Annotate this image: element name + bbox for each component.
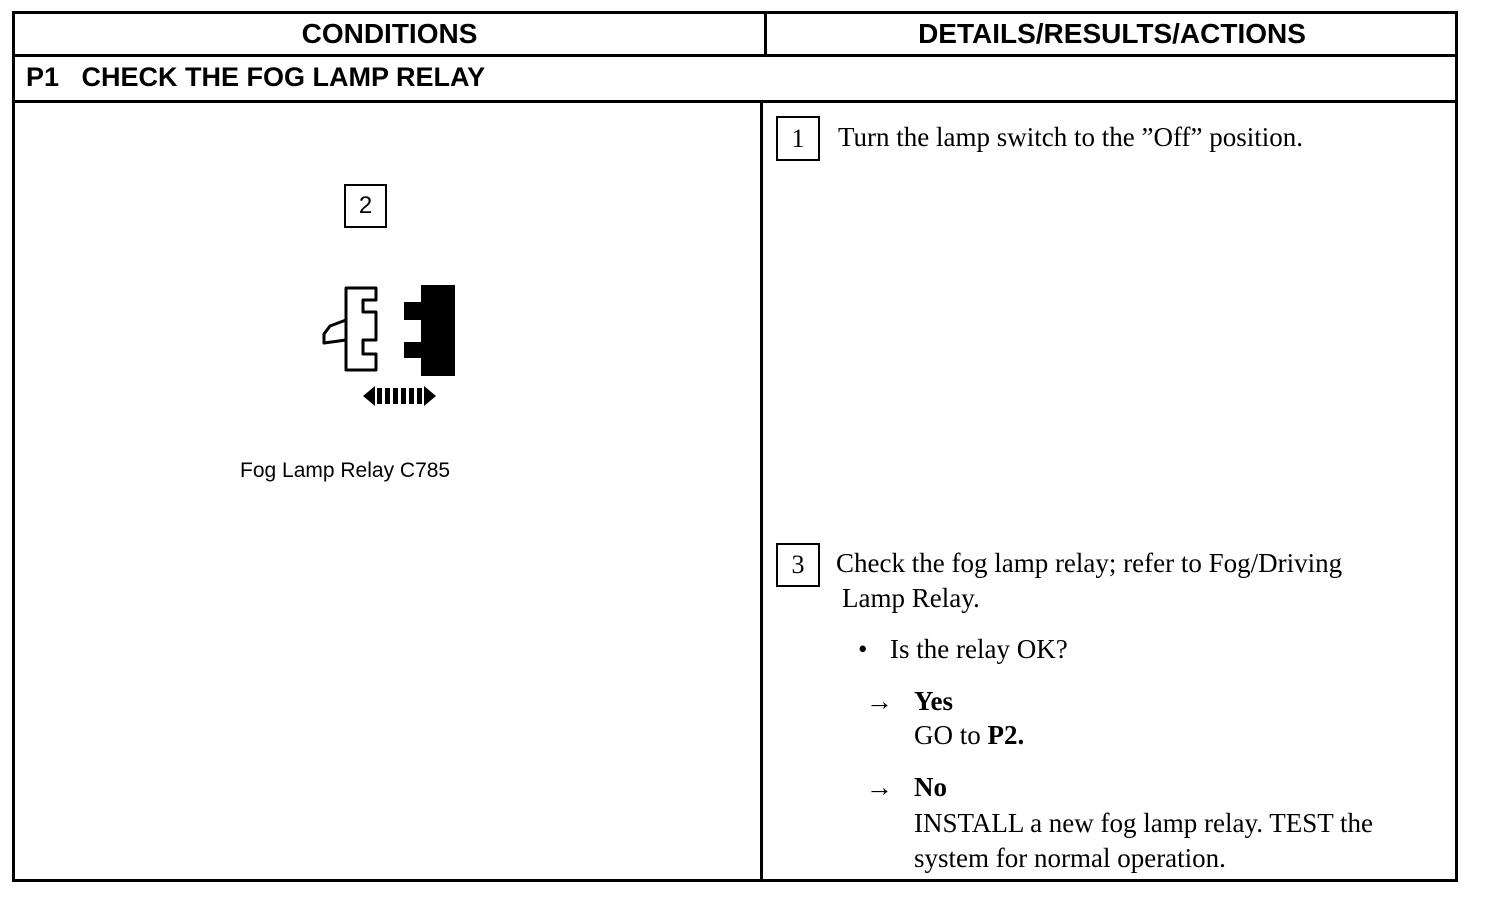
question-text: Is the relay OK? (890, 634, 1068, 664)
no-label: No (914, 772, 947, 802)
step-1-text: Turn the lamp switch to the ”Off” positi… (838, 122, 1303, 152)
no-action-line1: INSTALL a new fog lamp relay. TEST the (914, 808, 1373, 838)
section-title: P1 CHECK THE FOG LAMP RELAY (26, 56, 485, 98)
step-2-box: 2 (344, 184, 387, 228)
section-id: P1 (26, 62, 60, 92)
conditions-header: CONDITIONS (301, 18, 478, 49)
yes-label: Yes (914, 686, 953, 716)
figure-caption: Fog Lamp Relay C785 (240, 459, 451, 482)
no-action-line2: system for normal operation. (914, 843, 1226, 873)
section-divider (12, 100, 1458, 103)
yes-action-target: P2. (987, 720, 1025, 750)
details-header: DETAILS/RESULTS/ACTIONS (918, 18, 1306, 49)
step-3-text-line2: Lamp Relay. (842, 583, 980, 613)
step-1-box: 1 (776, 116, 820, 161)
header-column-divider (764, 11, 767, 56)
procedure-table (12, 11, 1458, 882)
yes-arrow-icon: → (866, 686, 893, 716)
relay-connector-disconnect-icon (322, 285, 455, 406)
step-3-box: 3 (776, 543, 820, 587)
section-title-text: CHECK THE FOG LAMP RELAY (81, 62, 486, 92)
bullet-icon: • (858, 634, 868, 664)
yes-action-prefix: GO to (914, 720, 988, 750)
no-arrow-icon: → (866, 772, 893, 802)
step-3-text-line1: Check the fog lamp relay; refer to Fog/D… (836, 548, 1343, 578)
yes-action: GO to P2. (914, 720, 1024, 751)
body-column-divider (760, 100, 763, 882)
header-divider (12, 54, 1458, 57)
